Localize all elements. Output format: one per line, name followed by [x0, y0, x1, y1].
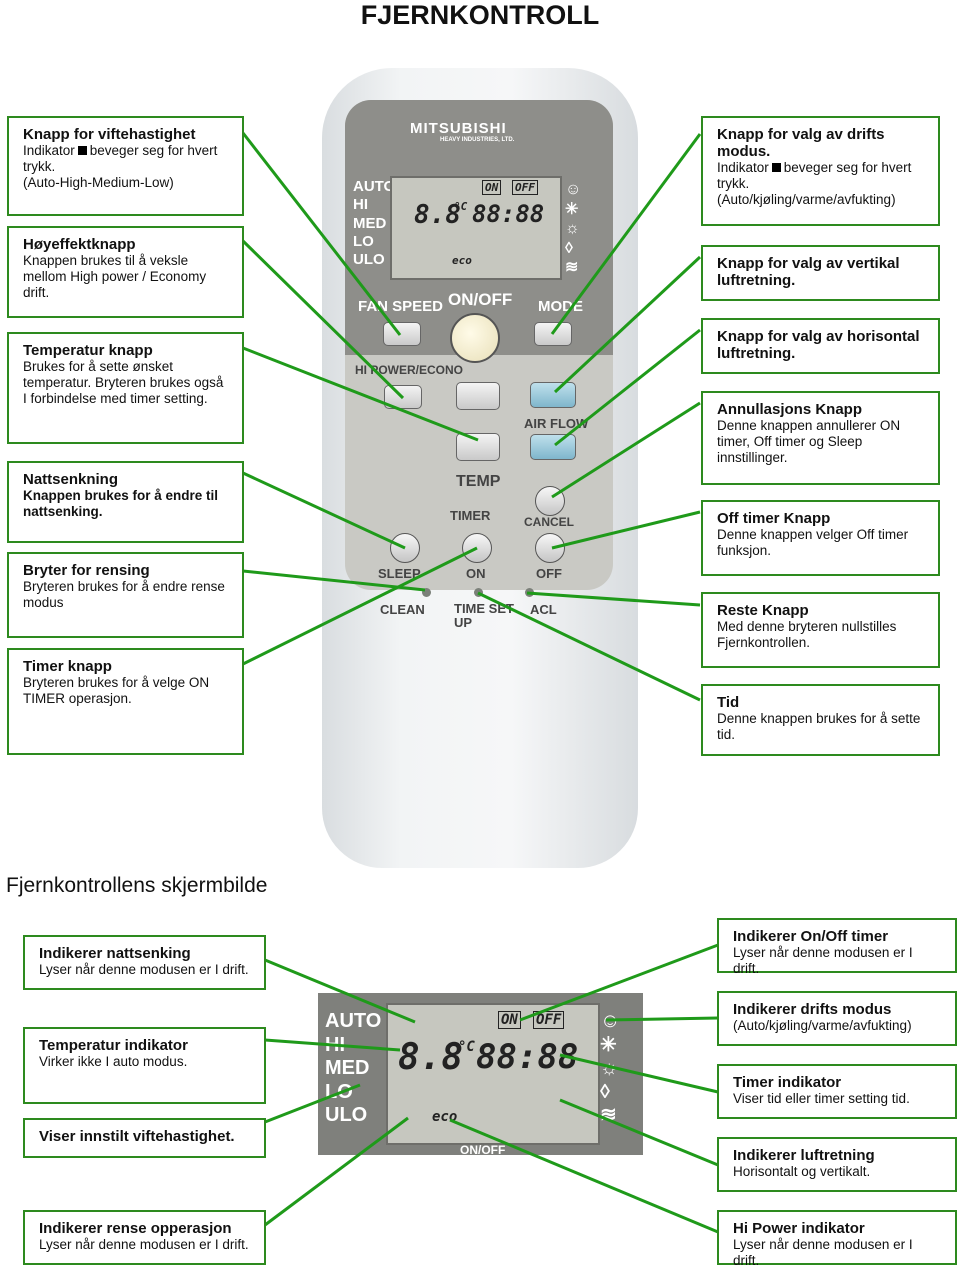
cancel-label: CANCEL [524, 515, 574, 529]
sleep-label: SLEEP [378, 566, 421, 581]
callout-on-timer: Timer knapp Bryteren brukes for å velge … [7, 648, 244, 755]
on-timer-button[interactable] [462, 533, 492, 563]
fan-speed-button[interactable] [383, 322, 421, 346]
mode-button[interactable] [534, 322, 572, 346]
callout-disp-temp: Temperatur indikator Virker ikke I auto … [23, 1027, 266, 1104]
vertical-airflow-button[interactable] [530, 382, 576, 408]
callout-horizontal-airflow: Knapp for valg av horisontal luftretning… [701, 318, 940, 374]
indicator-square-icon [771, 163, 781, 172]
hi-power-label: HI POWER/ECONO [355, 363, 464, 377]
time-setup-label: TIME SET UP [454, 601, 514, 630]
callout-disp-mode: Indikerer drifts modus (Auto/kjøling/var… [717, 991, 957, 1046]
callout-disp-hipower: Hi Power indikator Lyser når denne modus… [717, 1210, 957, 1268]
remote-lcd: ON OFF 8.8 °C 88:88 eco [390, 176, 562, 280]
clean-switch[interactable] [422, 588, 431, 597]
airflow-label: AIR FLOW [524, 416, 589, 431]
page-title: FJERNKONTROLL [360, 0, 600, 30]
fan-speed-label: FAN SPEED [358, 298, 444, 315]
acl-label: ACL [530, 602, 557, 617]
callout-time: Tid Denne knappen brukes for å sette tid… [701, 684, 940, 756]
on-label: ON [466, 566, 486, 581]
remote-mode-icons: ☺✳☼◊≋ [565, 181, 582, 277]
timer-label: TIMER [450, 508, 491, 523]
acl-reset-switch[interactable] [525, 588, 534, 597]
display-mode-icons: ☺✳☼◊≋ [600, 1010, 621, 1127]
callout-disp-airflow: Indikerer luftretning Horisontalt og ver… [717, 1137, 957, 1192]
display-section-title: Fjernkontrollens skjermbilde [6, 874, 268, 897]
callout-reset: Reste Knapp Med denne bryteren nullstill… [701, 592, 940, 668]
callout-sleep: Nattsenkning Knappen brukes for å endre … [7, 461, 244, 543]
callout-disp-sleep: Indikerer nattsenking Lyser når denne mo… [23, 935, 266, 990]
temp-down-button[interactable] [456, 433, 500, 461]
mode-label: MODE [538, 298, 583, 315]
on-off-button[interactable] [450, 313, 500, 363]
sleep-button[interactable] [390, 533, 420, 563]
callout-disp-fan: Viser innstilt viftehastighet. [23, 1118, 266, 1158]
temp-up-button[interactable] [456, 382, 500, 410]
callout-temp: Temperatur knapp Brukes for å sette ønsk… [7, 332, 244, 444]
temp-label: TEMP [456, 473, 501, 490]
callout-off-timer: Off timer Knapp Denne knappen velger Off… [701, 500, 940, 576]
display-lcd: ON OFF 8.8 °C 88:88 eco [386, 1003, 600, 1145]
off-timer-button[interactable] [535, 533, 565, 563]
callout-vertical-airflow: Knapp for valg av vertikal luftretning. [701, 245, 940, 301]
on-off-label: ON/OFF [448, 290, 513, 309]
callout-disp-timer: Timer indikator Viser tid eller timer se… [717, 1064, 957, 1119]
cancel-button[interactable] [535, 486, 565, 516]
hi-power-button[interactable] [384, 385, 422, 409]
callout-mode: Knapp for valg av drifts modus. Indikato… [701, 116, 940, 226]
indicator-square-icon [77, 146, 87, 155]
callout-disp-onoff-timer: Indikerer On/Off timer Lyser når denne m… [717, 918, 957, 976]
time-setup-switch[interactable] [474, 588, 483, 597]
callout-clean: Bryter for rensing Bryteren brukes for å… [7, 552, 244, 638]
clean-label: CLEAN [380, 602, 425, 617]
horizontal-airflow-button[interactable] [530, 434, 576, 460]
callout-disp-clean: Indikerer rense opperasjon Lyser når den… [23, 1210, 266, 1265]
callout-hi-power: Høyeffektknapp Knappen brukes til å veks… [7, 226, 244, 318]
display-bottom-label: ON/OFF [460, 1143, 506, 1157]
callout-cancel: Annullasjons Knapp Denne knappen annulle… [701, 391, 940, 485]
off-label: OFF [536, 566, 562, 581]
